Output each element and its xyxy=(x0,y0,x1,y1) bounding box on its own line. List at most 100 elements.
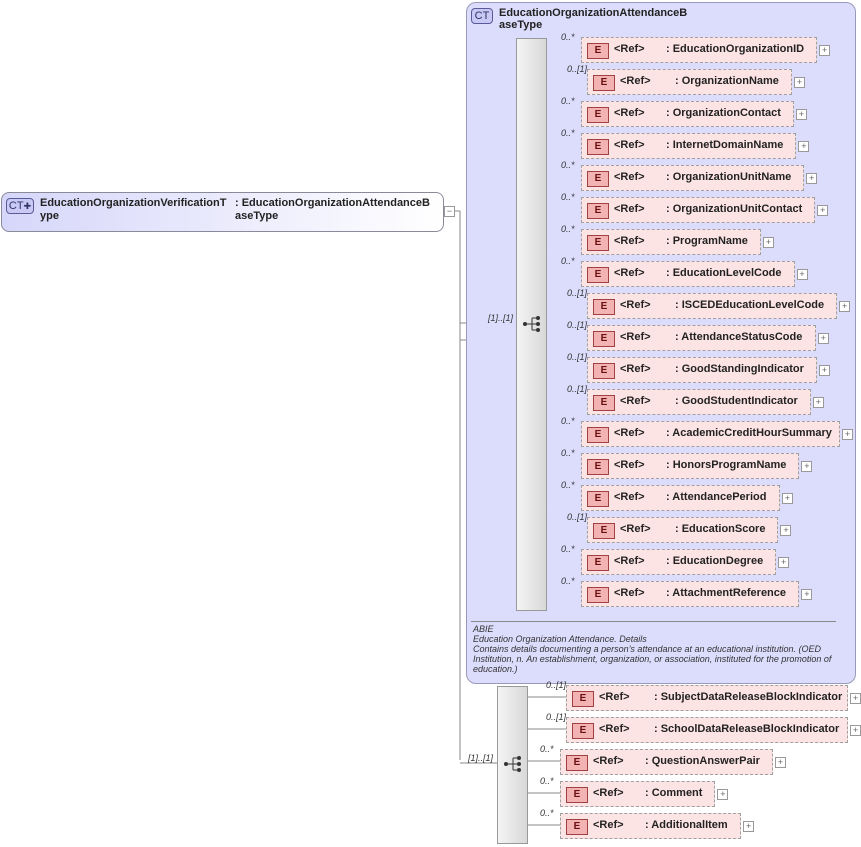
element-cardinality: 0..* xyxy=(561,544,575,554)
element-ref-label: <Ref> xyxy=(614,459,645,471)
element-row[interactable]: E<Ref>: AcademicCreditHourSummary xyxy=(581,421,840,447)
element-name: : EducationOrganizationID xyxy=(666,43,805,55)
element-row[interactable]: E <Ref> : OrganizationContact xyxy=(581,101,794,127)
element-row[interactable]: E<Ref>: SubjectDataReleaseBlockIndicator xyxy=(566,685,848,711)
element-cardinality: 0..* xyxy=(561,96,575,106)
plus-expand-icon[interactable]: + xyxy=(793,77,805,88)
element-row[interactable]: E<Ref>: ISCEDEducationLevelCode xyxy=(587,293,838,319)
plus-expand-icon[interactable]: + xyxy=(796,269,808,280)
element-ref-label: <Ref> xyxy=(614,427,645,439)
element-row[interactable]: E<Ref>: AttendancePeriod xyxy=(581,485,780,511)
element-row[interactable]: E<Ref>: SchoolDataReleaseBlockIndicator xyxy=(566,717,848,743)
element-ref-label: <Ref> xyxy=(614,267,645,279)
element-row[interactable]: E<Ref>: GoodStudentIndicator xyxy=(587,389,811,415)
element-icon: E xyxy=(572,723,594,739)
plus-expand-icon[interactable]: + xyxy=(801,589,813,600)
plus-expand-icon[interactable]: + xyxy=(774,757,786,768)
annotation-title: Education Organization Attendance. Detai… xyxy=(473,634,647,644)
plus-expand-icon[interactable]: + xyxy=(850,725,861,736)
element-cardinality: 0..* xyxy=(561,480,575,490)
element-row[interactable]: E<Ref>: EducationOrganizationID xyxy=(581,37,818,63)
element-row[interactable]: E <Ref> : EducationDegree xyxy=(581,549,777,575)
element-row[interactable]: E<Ref>: GoodStandingIndicator xyxy=(587,357,817,383)
element-ref-label: <Ref> xyxy=(620,523,651,535)
element-row[interactable]: E<Ref>: AttendanceStatusCode xyxy=(587,325,816,351)
element-cardinality: 0..* xyxy=(561,192,575,202)
plus-expand-icon[interactable]: + xyxy=(850,693,861,704)
element-icon: E xyxy=(593,363,615,379)
plus-expand-icon[interactable]: + xyxy=(801,461,813,472)
element-row[interactable]: E<Ref>: ProgramName xyxy=(581,229,761,255)
element-row[interactable]: E<Ref>: OrganizationUnitName xyxy=(581,165,805,191)
element-icon: E xyxy=(587,107,609,123)
element-row[interactable]: E<Ref>: Comment xyxy=(560,781,716,807)
element-ref-label: <Ref> xyxy=(614,171,645,183)
element-row[interactable]: E<Ref>: InternetDomainName xyxy=(581,133,797,159)
root-complex-type[interactable] xyxy=(1,192,444,232)
plus-expand-icon[interactable]: + xyxy=(817,333,829,344)
plus-expand-icon[interactable]: + xyxy=(806,173,818,184)
plus-expand-icon[interactable]: + xyxy=(781,493,793,504)
annotation-divider xyxy=(471,621,836,622)
plus-expand-icon[interactable]: + xyxy=(817,205,829,216)
element-ref-label: <Ref> xyxy=(614,555,645,567)
element-ref-label: <Ref> xyxy=(593,787,624,799)
element-icon: E xyxy=(587,139,609,155)
element-cardinality: 0..[1] xyxy=(546,680,567,690)
element-name: : OrganizationUnitName xyxy=(666,171,792,183)
complex-type-icon: CT xyxy=(471,8,493,24)
plus-expand-icon[interactable]: + xyxy=(795,109,807,120)
element-ref-label: <Ref> xyxy=(620,395,651,407)
element-row[interactable]: E<Ref>: HonorsProgramName xyxy=(581,453,800,479)
plus-expand-icon[interactable]: + xyxy=(717,789,729,800)
element-row[interactable]: E<Ref>: OrganizationName xyxy=(587,69,792,95)
element-cardinality: 0..[1] xyxy=(567,512,588,522)
element-name: : EducationScore xyxy=(675,523,766,535)
plus-expand-icon[interactable]: + xyxy=(839,301,851,312)
plus-expand-icon[interactable]: + xyxy=(743,821,755,832)
element-ref-label: <Ref> xyxy=(620,331,651,343)
element-row[interactable]: E<Ref>: AttachmentReference xyxy=(581,581,800,607)
plus-expand-icon[interactable]: + xyxy=(812,397,824,408)
element-icon: E xyxy=(593,331,615,347)
element-icon: E xyxy=(593,75,615,91)
element-name: : ISCEDEducationLevelCode xyxy=(675,299,825,311)
element-cardinality: 0..* xyxy=(561,32,575,42)
plus-expand-icon[interactable]: + xyxy=(818,365,830,376)
element-cardinality: 0..* xyxy=(561,128,575,138)
element-ref-label: <Ref> xyxy=(614,587,645,599)
element-name: : OrganizationUnitContact xyxy=(666,203,803,215)
element-icon: E xyxy=(566,787,588,803)
sequence-cardinality: [1]..[1] xyxy=(488,313,514,323)
element-name: : GoodStandingIndicator xyxy=(675,363,804,375)
plus-expand-icon[interactable]: + xyxy=(798,141,810,152)
element-name: : OrganizationContact xyxy=(666,107,781,119)
element-name: : QuestionAnswerPair xyxy=(645,755,760,767)
element-icon: E xyxy=(587,555,609,571)
element-icon: E xyxy=(587,203,609,219)
element-row[interactable]: E<Ref>: QuestionAnswerPair xyxy=(560,749,773,775)
plus-expand-icon[interactable]: + xyxy=(842,429,853,440)
element-icon: E xyxy=(587,267,609,283)
element-cardinality: 0..* xyxy=(540,744,554,754)
element-ref-label: <Ref> xyxy=(614,139,645,151)
plus-expand-icon[interactable]: − xyxy=(444,206,455,217)
element-row[interactable]: E<Ref>: AdditionalItem xyxy=(560,813,742,839)
plus-expand-icon[interactable]: + xyxy=(780,525,792,536)
sequence-compositor-icon xyxy=(522,315,542,338)
element-row[interactable]: E<Ref>: OrganizationUnitContact xyxy=(581,197,816,223)
element-cardinality: 0..* xyxy=(561,160,575,170)
element-icon: E xyxy=(566,755,588,771)
element-icon: E xyxy=(593,299,615,315)
element-ref-label: <Ref> xyxy=(620,75,651,87)
element-name: : EducationDegree xyxy=(666,555,764,567)
element-ref-label: <Ref> xyxy=(614,491,645,503)
plus-expand-icon[interactable]: + xyxy=(819,45,831,56)
plus-expand-icon[interactable]: + xyxy=(762,237,774,248)
element-cardinality: 0..* xyxy=(561,448,575,458)
element-row[interactable]: E<Ref>: EducationScore xyxy=(587,517,779,543)
element-ref-label: <Ref> xyxy=(614,107,645,119)
element-row[interactable]: E<Ref>: EducationLevelCode xyxy=(581,261,795,287)
element-icon: E xyxy=(587,235,609,251)
plus-expand-icon[interactable]: + xyxy=(778,557,790,568)
